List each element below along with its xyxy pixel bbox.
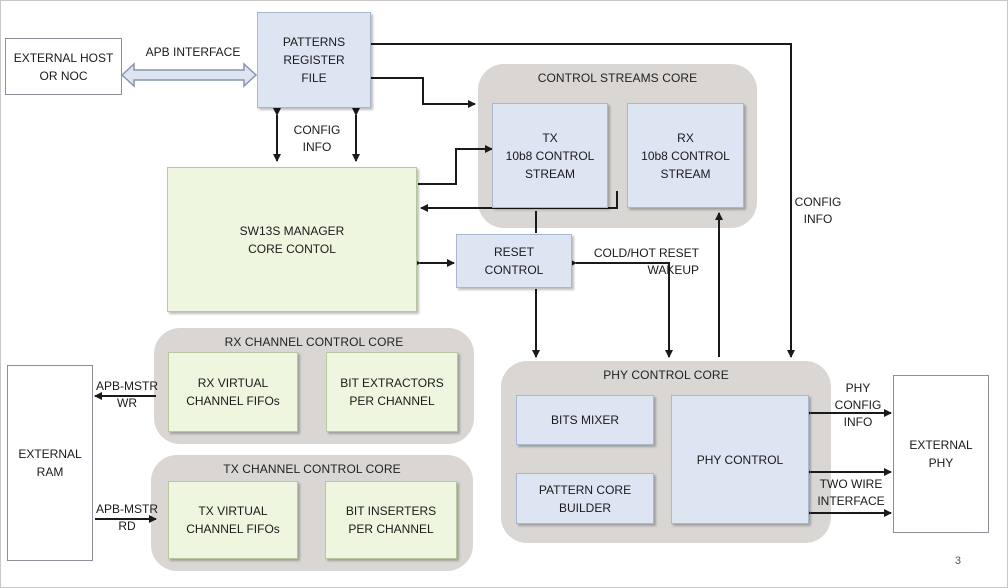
apb-interface-label: APB INTERFACE <box>145 45 241 59</box>
apb-mstr-wr-label: APB-MSTR WR <box>95 379 158 410</box>
sw13s-manager-block: SW13S MANAGER CORE CONTOL <box>167 167 417 312</box>
cold-hot-reset-label: COLD/HOT RESET WAKEUP <box>593 246 699 277</box>
rx-channel-control-core-title: RX CHANNEL CONTROL CORE <box>224 335 404 349</box>
config-info-right-label: CONFIG INFO <box>794 195 842 226</box>
phy-config-info-label: PHY CONFIG INFO <box>834 381 882 429</box>
pattern-core-builder-block: PATTERN CORE BUILDER <box>516 473 654 524</box>
phy-control-core-title: PHY CONTROL CORE <box>603 368 729 382</box>
external-phy-block: EXTERNAL PHY <box>893 375 989 533</box>
page-number: 3 <box>954 555 961 567</box>
manager-to-tx-wire <box>418 145 493 185</box>
tx-control-stream-block: TX 10b8 CONTROL STREAM <box>492 103 608 208</box>
patterns-register-file-block: PATTERNS REGISTER FILE <box>257 12 371 108</box>
two-wire-interface-label: TWO WIRE INTERFACE <box>817 477 885 508</box>
config-info-left-label: CONFIG INFO <box>293 123 341 154</box>
rx-virtual-fifos-block: RX VIRTUAL CHANNEL FIFOs <box>168 352 298 432</box>
control-streams-core-title: CONTROL STREAMS CORE <box>537 71 698 85</box>
bit-inserters-block: BIT INSERTERS PER CHANNEL <box>325 481 457 559</box>
external-ram-block: EXTERNAL RAM <box>7 365 93 561</box>
bits-mixer-block: BITS MIXER <box>516 395 654 445</box>
config-info-long-wire <box>371 43 795 358</box>
apb-mstr-rd-label: APB-MSTR RD <box>95 502 158 533</box>
tx-virtual-fifos-block: TX VIRTUAL CHANNEL FIFOs <box>168 481 298 559</box>
rx-control-stream-block: RX 10b8 CONTROL STREAM <box>627 103 744 208</box>
tx-channel-control-core-title: TX CHANNEL CONTROL CORE <box>223 462 401 476</box>
bit-extractors-block: BIT EXTRACTORS PER CHANNEL <box>326 352 458 432</box>
core-to-manager-wire <box>420 191 618 212</box>
external-host-block: EXTERNAL HOST OR NOC <box>5 38 122 95</box>
phy-control-block: PHY CONTROL <box>671 395 809 524</box>
cold-hot-reset-wire <box>569 259 673 358</box>
prf-to-tx-wire <box>371 77 476 108</box>
apb-interface-arrow <box>120 62 258 88</box>
reset-control-block: RESET CONTROL <box>456 234 572 288</box>
